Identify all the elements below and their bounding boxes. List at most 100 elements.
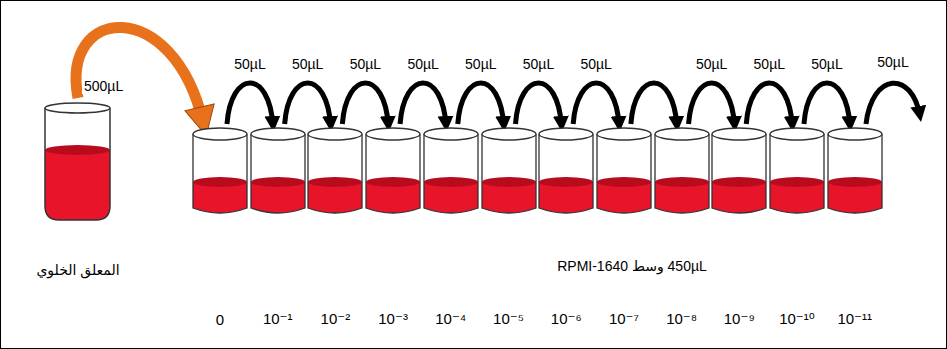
dilution-factor: 10⁻⁴ [435, 310, 466, 328]
tube-rim [308, 128, 362, 140]
transfer-arrow [285, 83, 331, 126]
liquid-surface [828, 177, 882, 187]
tube-drawing [306, 122, 364, 220]
dilution-tube: 10⁻⁵ [480, 122, 538, 328]
tube-outline [482, 134, 536, 213]
tube-rim [45, 103, 110, 113]
volume-label: 50µL [405, 56, 440, 72]
tube-outline [655, 134, 709, 213]
liquid-surface [770, 177, 824, 187]
dilution-tube: 10⁻¹⁰ [768, 122, 826, 328]
dilution-factor: 10⁻⁶ [551, 310, 582, 328]
liquid-surface [45, 145, 110, 155]
transfer-arrow [400, 83, 446, 126]
tube-outline [193, 134, 247, 213]
volume-label: 50µL [752, 56, 787, 72]
tube-rim [770, 128, 824, 140]
tube-drawing [595, 122, 653, 220]
tube-drawing [191, 122, 249, 220]
transfer-arrow [631, 83, 677, 126]
transfer-arrow [458, 83, 504, 126]
tube-drawing [768, 122, 826, 220]
tube-outline [251, 134, 305, 213]
suspension-liquid [45, 150, 110, 220]
tube-drawing [364, 122, 422, 220]
tube-drawing [653, 122, 711, 220]
tube-rim [366, 128, 420, 140]
transfer-arrow [689, 83, 735, 126]
liquid-surface [424, 177, 478, 187]
liquid-surface [655, 177, 709, 187]
tube-outline [366, 134, 420, 213]
tube-rim [251, 128, 305, 140]
tube-outline [770, 134, 824, 213]
dilution-tube: 10⁻⁹ [710, 122, 768, 328]
tube-drawing [537, 122, 595, 220]
dilution-tube: 10⁻⁸ [653, 122, 711, 328]
dilution-factor: 10⁻³ [378, 310, 408, 328]
dilution-factor: 10⁻¹⁰ [779, 310, 815, 328]
transfer-arrow [804, 83, 850, 126]
tube-drawing [28, 98, 128, 223]
discard-arrow [866, 83, 920, 124]
tube-outline [712, 134, 766, 213]
liquid-surface [251, 177, 305, 187]
dilution-factor: 10⁻¹ [263, 310, 293, 328]
dilution-factor: 10⁻⁷ [609, 310, 639, 328]
transfer-arrow [573, 83, 619, 126]
liquid-surface [366, 177, 420, 187]
tube-outline [597, 134, 651, 213]
volume-label: 50µL [521, 56, 556, 72]
tube-drawing [249, 122, 307, 220]
tube-rim [828, 128, 882, 140]
volume-label: 50µL [348, 56, 383, 72]
tube-rim [424, 128, 478, 140]
tube-outline [308, 134, 362, 213]
volume-label: 500µL [82, 78, 125, 94]
tube-rim [482, 128, 536, 140]
tube-drawing [826, 122, 884, 220]
tube-outline [539, 134, 593, 213]
dilution-tube: 10⁻⁷ [595, 122, 653, 328]
tube-outline [424, 134, 478, 213]
dilution-factor: 0 [216, 311, 224, 328]
dilution-tube: 10⁻² [306, 122, 364, 328]
tube-rim [193, 128, 247, 140]
dilution-tube: 10⁻⁴ [422, 122, 480, 328]
dilution-tube: 10⁻¹ [249, 122, 307, 328]
dilution-factor: 10⁻⁵ [493, 310, 524, 328]
transfer-arrow [342, 83, 388, 126]
dilution-tube: 10⁻¹¹ [826, 122, 884, 328]
dilution-factor: 10⁻¹¹ [837, 310, 872, 328]
tube-drawing [710, 122, 768, 220]
dilution-tube: 10⁻³ [364, 122, 422, 328]
dilution-tube: 0 [191, 122, 249, 328]
tube-outline [45, 108, 110, 220]
dilution-factor: 10⁻⁸ [666, 310, 697, 328]
liquid-surface [712, 177, 766, 187]
liquid-surface [539, 177, 593, 187]
tube-outline [828, 134, 882, 213]
tube-drawing [422, 122, 480, 220]
tube-caption: المعلق الخلوي [36, 262, 119, 278]
dilution-tube: 10⁻⁶ [537, 122, 595, 328]
volume-label: 50µL [578, 56, 613, 72]
volume-label: 50µL [875, 54, 910, 70]
transfer-arrow [227, 83, 273, 126]
volume-label: 50µL [694, 56, 729, 72]
volume-label: 50µL [809, 56, 844, 72]
tube-rim [597, 128, 651, 140]
volume-label: 50µL [463, 56, 498, 72]
liquid-surface [193, 177, 247, 187]
volume-label: 50µL [290, 56, 325, 72]
dilution-factor: 10⁻² [321, 310, 351, 328]
liquid-surface [308, 177, 362, 187]
tube-rim [539, 128, 593, 140]
liquid-surface [482, 177, 536, 187]
tube-rim [655, 128, 709, 140]
tube-rim [712, 128, 766, 140]
volume-label: 50µL [232, 56, 267, 72]
liquid-surface [597, 177, 651, 187]
